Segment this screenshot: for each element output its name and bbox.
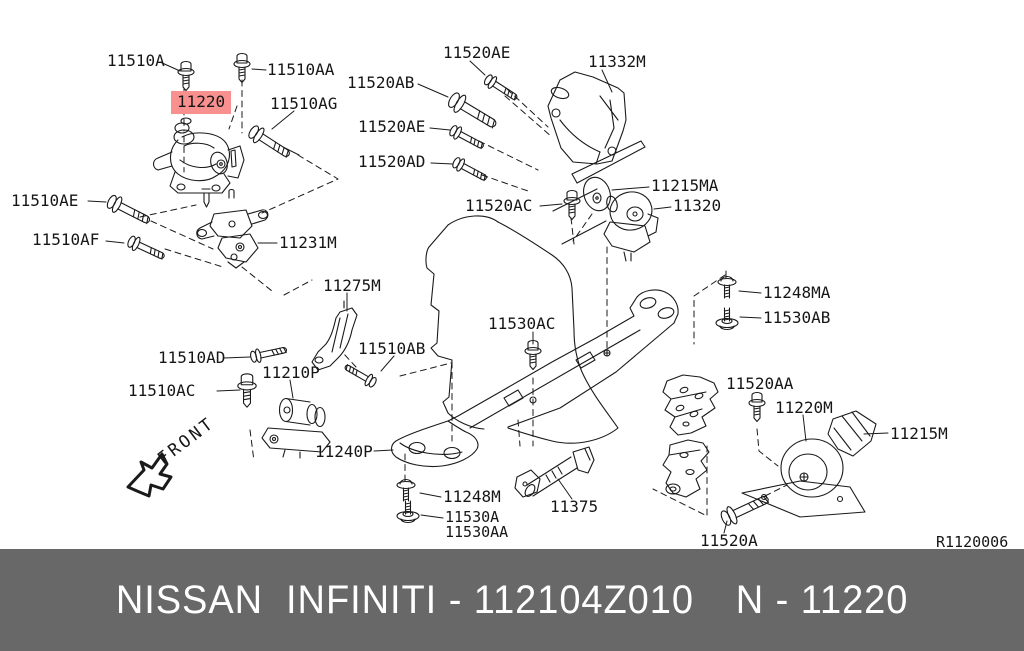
nut-11248m-icon	[396, 478, 416, 502]
part-label-11520ae-top[interactable]: 11520AE	[443, 43, 511, 62]
part-label-11248ma[interactable]: 11248MA	[763, 283, 831, 302]
mount-11220m-drawing	[742, 439, 865, 517]
part-label-11510ab[interactable]: 11510AB	[358, 339, 426, 358]
nut-11248ma-icon	[717, 275, 737, 299]
footer-catalog-ref: N - 11220	[735, 577, 909, 622]
rod-11375-drawing	[515, 447, 594, 498]
stud-11530ab-icon	[715, 307, 739, 331]
leader-lines	[88, 61, 888, 533]
diagram-line-art	[0, 52, 1024, 549]
mount-11220-drawing	[154, 118, 245, 207]
part-label-11530ac[interactable]: 11530AC	[488, 314, 556, 333]
part-label-11510aa[interactable]: 11510AA	[267, 60, 335, 79]
washer-11215ma-drawing	[579, 174, 614, 214]
part-label-11510ac[interactable]: 11510AC	[128, 381, 196, 400]
part-label-11530ab[interactable]: 11530AB	[763, 308, 831, 327]
bolt-11520ae-mid-icon	[447, 122, 487, 153]
footer-brand: NISSAN INFINITI	[115, 577, 438, 622]
part-label-11332m[interactable]: 11332M	[588, 52, 646, 71]
part-label-11210p[interactable]: 11210P	[262, 363, 320, 382]
front-arrow-icon	[128, 454, 171, 496]
bracket-11332m-drawing	[548, 72, 626, 164]
part-label-11520ab[interactable]: 11520AB	[347, 73, 415, 92]
bolt-11510ad-icon	[248, 342, 289, 365]
part-label-11375[interactable]: 11375	[550, 497, 599, 516]
bolt-11520ab-icon	[444, 89, 502, 135]
bolt-11510ab-icon	[341, 360, 379, 390]
bolt-11510aa-icon	[233, 52, 251, 84]
part-label-11530aa[interactable]: 11530AA	[445, 523, 509, 541]
part-label-11240p[interactable]: 11240P	[315, 442, 373, 461]
part-label-11215m[interactable]: 11215M	[890, 424, 948, 443]
part-label-11510ag[interactable]: 11510AG	[270, 94, 338, 113]
part-label-11220m[interactable]: 11220M	[775, 398, 833, 417]
bolt-11520ad-icon	[450, 154, 490, 185]
bracket-11231m-drawing	[197, 190, 268, 269]
part-label-11520ae-mid[interactable]: 11520AE	[358, 117, 426, 136]
part-label-11520ac[interactable]: 11520AC	[465, 196, 533, 215]
part-label-11220-highlighted[interactable]: 11220	[171, 91, 232, 114]
mount-11210p-drawing	[262, 399, 330, 459]
bolt-11510ag-icon	[245, 122, 295, 163]
bolt-11530ac-icon	[524, 339, 542, 371]
footer-text: NISSAN INFINITI - 112104Z010 N - 11220	[116, 578, 908, 623]
fasteners	[104, 52, 773, 529]
bolt-11510ac-icon	[237, 373, 257, 408]
bolt-11520ac-icon	[563, 189, 581, 221]
part-label-11275m[interactable]: 11275M	[323, 276, 381, 295]
part-label-11530a[interactable]: 11530A	[445, 508, 500, 526]
engine-block-outline	[426, 141, 645, 443]
pad-11215m-drawing	[828, 411, 876, 456]
bracket-lower-right-drawing	[663, 440, 709, 497]
part-label-11510af[interactable]: 11510AF	[32, 230, 100, 249]
bolt-11510af-icon	[125, 233, 168, 264]
footer-bar: NISSAN INFINITI - 112104Z010 N - 11220	[0, 549, 1024, 651]
part-label-11510a[interactable]: 11510A	[107, 51, 165, 70]
stud-11530a-icon	[396, 500, 420, 524]
part-label-11320[interactable]: 11320	[673, 196, 722, 215]
part-label-11215ma[interactable]: 11215MA	[651, 176, 719, 195]
bolt-11520ae-top-icon	[481, 72, 521, 105]
bolt-11520aa-icon	[748, 391, 766, 423]
bracket-upper-right-drawing	[663, 375, 718, 435]
part-label-11510ad[interactable]: 11510AD	[158, 348, 226, 367]
bolt-11510a-icon	[177, 60, 195, 92]
part-label-11520ad[interactable]: 11520AD	[358, 152, 426, 171]
part-label-11510ae[interactable]: 11510AE	[11, 191, 79, 210]
mount-11320-drawing	[579, 174, 658, 261]
footer-part-number: 112104Z010	[473, 577, 694, 622]
crossmember-11240p-drawing	[392, 290, 679, 467]
part-label-11520a[interactable]: 11520A	[700, 531, 758, 550]
part-label-11520aa[interactable]: 11520AA	[726, 374, 794, 393]
footer-separator: -	[437, 577, 474, 622]
part-label-11231m[interactable]: 11231M	[279, 233, 337, 252]
bracket-11275m-drawing	[312, 301, 357, 370]
bolt-11510ae-icon	[104, 192, 154, 230]
part-label-11248m[interactable]: 11248M	[443, 487, 501, 506]
assembly-dashed-lines	[140, 80, 787, 516]
diagram-reference-code: R1120006	[936, 533, 1009, 551]
